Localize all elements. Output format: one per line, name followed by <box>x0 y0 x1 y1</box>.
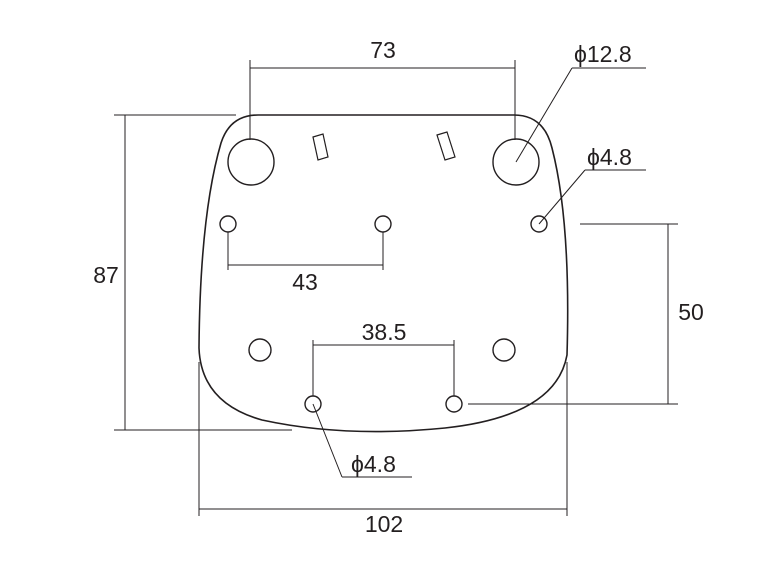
dim-lower-hole-height-label: 50 <box>678 299 704 325</box>
upper-hole-middle <box>374 215 392 233</box>
dim-lower-hole-height: 50 <box>468 223 704 405</box>
dim-overall-height-label: 87 <box>93 262 119 288</box>
dim-upper-hole-spacing: 43 <box>227 232 384 295</box>
upper-hole-dia-label: ϕ4.8 <box>587 144 632 170</box>
dim-overall-width-label: 102 <box>365 511 403 537</box>
leader-upper-hole: ϕ4.8 <box>538 144 646 225</box>
leader-large-hole: ϕ12.8 <box>515 41 646 163</box>
dim-upper-hole-spacing-label: 43 <box>292 269 318 295</box>
dim-lower-hole-spacing-label: 38.5 <box>362 319 407 345</box>
upper-hole-left <box>219 215 237 233</box>
lower-hole-right <box>445 395 463 413</box>
leader-lower-hole: ϕ4.8 <box>312 403 412 478</box>
slot-left <box>312 133 329 161</box>
lower-hole-dia-label: ϕ4.8 <box>351 451 396 477</box>
large-hole-left <box>227 138 275 186</box>
dim-overall-height: 87 <box>93 114 292 431</box>
dim-overall-width: 102 <box>198 362 568 537</box>
large-hole-dia-label: ϕ12.8 <box>574 41 632 67</box>
slot-right <box>436 131 456 161</box>
dim-top-width: 73 <box>249 37 516 140</box>
middle-hole-right <box>492 338 516 362</box>
middle-hole-left <box>248 338 272 362</box>
dim-top-width-label: 73 <box>370 37 396 63</box>
dim-lower-hole-spacing: 38.5 <box>312 319 455 396</box>
